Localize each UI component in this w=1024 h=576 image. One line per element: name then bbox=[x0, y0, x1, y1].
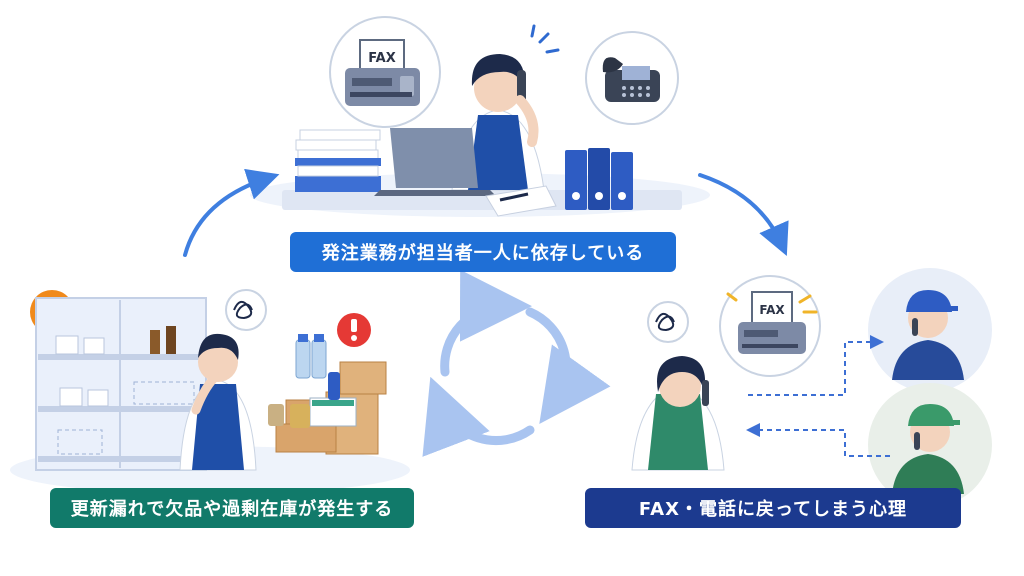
fax-paper-text-right: FAX bbox=[759, 303, 785, 317]
fax-thought-bubble: FAX bbox=[329, 16, 441, 128]
laptop bbox=[374, 128, 496, 196]
left-worker-thinking bbox=[179, 333, 257, 471]
document-with-pen bbox=[485, 185, 557, 217]
ring-marks bbox=[726, 292, 818, 314]
stress-marks bbox=[530, 24, 560, 54]
phone-thought-bubble bbox=[585, 31, 679, 125]
fax-thought-bubble-right: FAX bbox=[719, 275, 821, 377]
confusion-thought-bubble-right bbox=[647, 301, 689, 343]
label-left-stock-issue: 更新漏れで欠品や過剰在庫が発生する bbox=[50, 488, 414, 528]
label-right-fax-phone: FAX・電話に戻ってしまう心理 bbox=[585, 488, 961, 528]
excess-inventory-stack bbox=[268, 334, 387, 455]
dashed-arrow-to-supplier-blue bbox=[748, 335, 884, 396]
supplier-worker-green bbox=[892, 404, 964, 494]
store-shelf bbox=[35, 297, 207, 471]
paper-tray-stack bbox=[295, 129, 381, 192]
supplier-worker-blue bbox=[892, 290, 964, 380]
dashed-arrow-from-supplier-green bbox=[746, 423, 890, 457]
arrow-left-to-top bbox=[183, 168, 280, 257]
fax-paper-text-top: FAX bbox=[368, 51, 395, 66]
alert-icon-red bbox=[337, 313, 371, 347]
confusion-thought-bubble-left bbox=[225, 289, 267, 331]
binders bbox=[565, 148, 633, 210]
center-cycle-icon bbox=[422, 269, 611, 457]
label-top-dependency: 発注業務が担当者一人に依存している bbox=[290, 232, 676, 272]
right-worker-on-phone bbox=[631, 356, 725, 471]
arrow-top-to-right bbox=[698, 173, 789, 256]
fax-machine-icon-right bbox=[738, 322, 806, 354]
